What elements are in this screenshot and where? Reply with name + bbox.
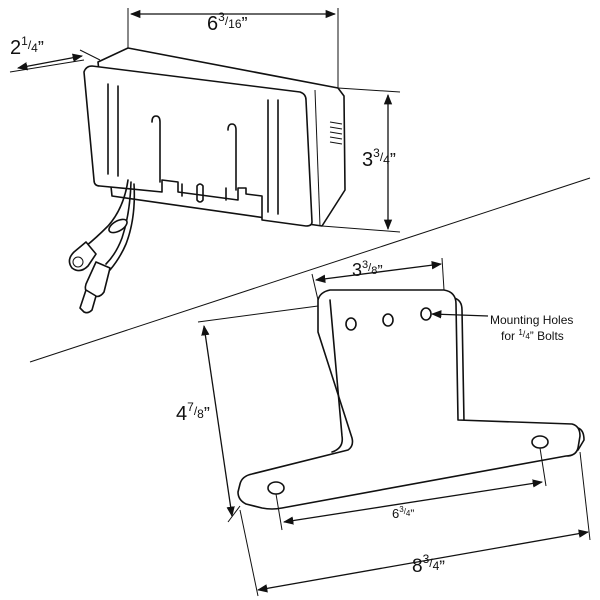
housing-depth-unit: ” [38, 38, 44, 58]
bracket-height-den: 8 [197, 407, 204, 421]
light-housing [83, 47, 346, 227]
housing-width-whole: 6 [207, 13, 218, 35]
callout-num: 1 [518, 328, 523, 337]
housing-width-dimension: 63/16” [127, 8, 339, 88]
overall-whole: 8 [412, 556, 423, 577]
overall-width-dimension: 83/4” [239, 451, 591, 597]
slot-whole: 6 [392, 506, 399, 521]
bracket-top-dimension: 33/8” [311, 257, 445, 301]
slot-unit: ” [410, 507, 414, 521]
housing-height-num: 3 [373, 146, 380, 160]
mounting-hole-3 [420, 307, 432, 321]
overall-unit: ” [439, 557, 445, 576]
svg-text:63/16”: 63/16” [207, 10, 248, 35]
overall-num: 3 [423, 552, 430, 566]
callout-post: ” Bolts [530, 329, 564, 343]
housing-height-dimension: 33/4” [321, 87, 401, 233]
mounting-holes-callout: Mounting Holes for 1/4” Bolts [430, 310, 573, 343]
bracket-height-whole: 4 [176, 403, 187, 425]
housing-vent [329, 121, 343, 145]
bracket-plate [237, 289, 581, 510]
svg-text:47/8”: 47/8” [176, 400, 210, 425]
svg-text:33/4”: 33/4” [362, 146, 396, 171]
section-divider [29, 177, 591, 363]
housing-width-den: 16 [228, 17, 242, 31]
housing-width-num: 3 [218, 10, 225, 24]
callout-line-1: Mounting Holes [490, 313, 573, 327]
housing-height-unit: ” [390, 150, 396, 170]
ring-terminal [68, 241, 97, 272]
slot-den: 4 [406, 509, 411, 518]
housing-depth-dimension: 21/4” [9, 34, 101, 73]
svg-text:33/8”: 33/8” [352, 259, 383, 280]
bracket-top-num: 3 [362, 259, 368, 271]
housing-depth-num: 1 [21, 34, 28, 48]
housing-slot-2 [151, 115, 161, 183]
callout-pre: for [501, 329, 518, 343]
slot-num: 3 [399, 505, 404, 514]
bracket-top-whole: 3 [352, 260, 362, 280]
housing-depth-whole: 2 [10, 37, 21, 59]
slot-spacing-dimension: 63/4” [275, 447, 547, 531]
housing-slot-1 [107, 83, 119, 177]
housing-height-den: 4 [383, 153, 390, 167]
mounting-bracket [237, 289, 585, 510]
overall-den: 4 [433, 559, 440, 573]
housing-depth-den: 4 [31, 41, 38, 55]
housing-small-slot [196, 183, 204, 203]
svg-text:for 1/4” Bolts: for 1/4” Bolts [501, 328, 564, 343]
wiring-harness [68, 179, 136, 314]
slot-hole-right [531, 435, 549, 449]
housing-height-whole: 3 [362, 149, 373, 171]
housing-width-unit: ” [242, 14, 248, 34]
bracket-top-unit: ” [377, 263, 382, 280]
slot-hole-left [267, 481, 285, 495]
svg-text:63/4”: 63/4” [392, 505, 414, 521]
callout-den: 4 [525, 332, 530, 341]
svg-text:83/4”: 83/4” [412, 552, 445, 577]
bracket-height-unit: ” [204, 404, 210, 424]
housing-slot-4 [267, 99, 279, 215]
mounting-hole-2 [382, 313, 394, 327]
housing-front-face [83, 65, 313, 227]
bracket-top-den: 8 [371, 265, 377, 277]
bracket-height-dimension: 47/8” [176, 305, 319, 523]
housing-slot-3 [227, 123, 237, 191]
bracket-height-num: 7 [187, 400, 194, 414]
svg-text:21/4”: 21/4” [10, 34, 44, 59]
mounting-hole-1 [345, 317, 357, 331]
